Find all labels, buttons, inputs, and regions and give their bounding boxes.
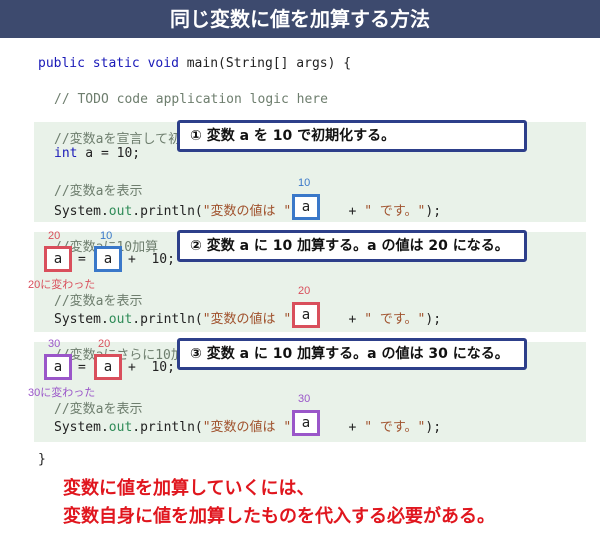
print-prefix: System. xyxy=(54,420,109,435)
conclusion-line-2: 変数自身に値を加算したものを代入する必要がある。 xyxy=(63,506,495,527)
conclusion-line-1: 変数に値を加算していくには、 xyxy=(63,478,315,499)
print-plus-2: + xyxy=(340,312,365,327)
print-str1: "変数の値は " xyxy=(202,312,292,327)
print-out: out xyxy=(108,420,133,435)
callout-2: ② 変数 a に 10 加算する。a の値は 20 になる。 xyxy=(177,230,527,262)
decl-rest: a = 10; xyxy=(77,146,141,161)
assign-eq-2: = xyxy=(78,252,86,267)
print-end: ); xyxy=(425,312,442,327)
page-title: 同じ変数に値を加算する方法 xyxy=(0,0,600,38)
print-plus-2: + xyxy=(340,204,365,219)
print-str2: " です。" xyxy=(364,312,426,327)
assign-eq-3: = xyxy=(78,360,86,375)
print-str2: " です。" xyxy=(364,420,426,435)
print-plus-2: + xyxy=(340,420,365,435)
label-changed-30: 30に変わった xyxy=(28,387,96,399)
closing-brace: } xyxy=(38,452,46,467)
block2-print-line: System.out.println("変数の値は " + + " です。"); xyxy=(54,308,441,327)
label-30-left: 30 xyxy=(48,338,61,350)
todo-comment: // TODO code application logic here xyxy=(54,92,328,107)
main-rest: main(String[] args) { xyxy=(186,56,352,71)
print-end: ); xyxy=(425,204,442,219)
print-str1: "変数の値は " xyxy=(202,204,292,219)
label-value-20: 20 xyxy=(298,285,311,297)
label-value-10: 10 xyxy=(298,177,311,189)
keyword-int: int xyxy=(54,146,78,161)
assign-rest-3: + 10; xyxy=(128,360,175,375)
var-a-target-box-3: a xyxy=(44,354,72,380)
print-println: .println( xyxy=(132,312,203,327)
block1-declaration: int a = 10; xyxy=(54,146,140,161)
block1-comment: //変数aを宣言して初期化 xyxy=(54,132,208,147)
block1-print-line: System.out.println("変数の値は " + + " です。"); xyxy=(54,200,441,219)
var-a-source-box-2: a xyxy=(94,246,122,272)
keyword-static: static xyxy=(92,56,140,71)
label-20-left: 20 xyxy=(48,230,61,242)
print-prefix: System. xyxy=(54,312,109,327)
label-20-right: 20 xyxy=(98,338,111,350)
print-prefix: System. xyxy=(54,204,109,219)
print-end: ); xyxy=(425,420,442,435)
label-changed-20: 20に変わった xyxy=(28,279,96,291)
var-a-box-3: a xyxy=(292,410,320,436)
print-out: out xyxy=(108,204,133,219)
block3-comment: //変数aにさらに10加算 xyxy=(54,348,197,363)
main-signature: public static void main(String[] args) { xyxy=(38,56,351,71)
var-a-target-box-2: a xyxy=(44,246,72,272)
print-str2: " です。" xyxy=(364,204,426,219)
callout-3: ③ 変数 a に 10 加算する。a の値は 30 になる。 xyxy=(177,338,527,370)
print-str1: "変数の値は " xyxy=(202,420,292,435)
print-println: .println( xyxy=(132,420,203,435)
var-a-box-1: a xyxy=(292,194,320,220)
print-println: .println( xyxy=(132,204,203,219)
keyword-void: void xyxy=(147,56,179,71)
block1-print-comment: //変数aを表示 xyxy=(54,184,143,199)
callout-1: ① 変数 a を 10 で初期化する。 xyxy=(177,120,527,152)
var-a-source-box-3: a xyxy=(94,354,122,380)
label-10-right: 10 xyxy=(100,230,113,242)
block3-print-comment: //変数aを表示 xyxy=(54,402,143,417)
label-value-30: 30 xyxy=(298,393,311,405)
block3-print-line: System.out.println("変数の値は " + + " です。"); xyxy=(54,416,441,435)
print-out: out xyxy=(108,312,133,327)
var-a-box-2: a xyxy=(292,302,320,328)
keyword-public: public xyxy=(38,56,85,71)
assign-rest-2: + 10; xyxy=(128,252,175,267)
block2-print-comment: //変数aを表示 xyxy=(54,294,143,309)
